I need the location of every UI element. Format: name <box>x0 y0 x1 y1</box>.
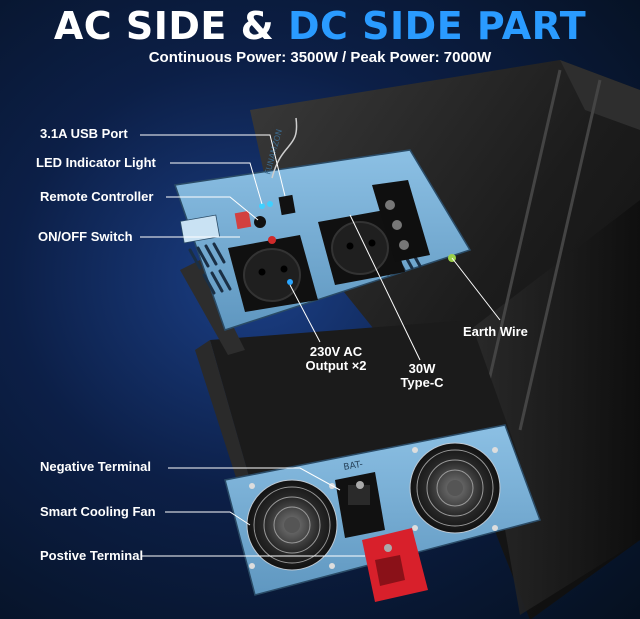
cooling-fan-left <box>246 479 338 571</box>
title-white: AC SIDE & <box>53 4 288 48</box>
page-title: AC SIDE & DC SIDE PART <box>0 4 640 48</box>
ac-side-panel: FUNAMZON <box>173 117 472 331</box>
label-type-c: 30W Type-C <box>392 362 452 390</box>
label-positive-terminal: Postive Terminal <box>40 548 144 563</box>
callout-lines <box>140 134 501 557</box>
page-subtitle: Continuous Power: 3500W / Peak Power: 70… <box>148 49 492 66</box>
label-earth-wire: Earth Wire <box>463 324 528 339</box>
label-ac-output: 230V AC Output ×2 <box>296 345 376 373</box>
label-cooling-fan: Smart Cooling Fan <box>40 504 156 519</box>
ac-outlet-left <box>228 235 318 312</box>
terminal-block <box>372 180 430 262</box>
ac-outlet-right <box>318 210 405 285</box>
spec-plate <box>179 214 221 244</box>
bat-marking: BAT- <box>343 460 364 473</box>
dc-side-panel: BAT- <box>224 424 541 602</box>
ac-output-line1: 230V AC <box>309 344 363 359</box>
type-c-line2: Type-C <box>400 375 444 390</box>
usb-port <box>278 194 296 216</box>
on-off-switch <box>234 210 252 230</box>
label-on-off-switch: ON/OFF Switch <box>38 229 133 244</box>
label-led-indicator: LED Indicator Light <box>36 155 156 170</box>
type-c-line1: 30W <box>408 361 436 376</box>
positive-terminal <box>362 528 428 602</box>
label-remote-controller: Remote Controller <box>40 189 154 204</box>
title-blue: DC SIDE PART <box>287 4 587 48</box>
label-usb-port: 3.1A USB Port <box>40 126 128 141</box>
ac-output-line2: Output ×2 <box>305 358 367 373</box>
label-negative-terminal: Negative Terminal <box>40 459 152 474</box>
cooling-fan-right <box>409 442 501 534</box>
negative-terminal: BAT- <box>335 460 385 538</box>
led-indicator <box>259 203 265 209</box>
